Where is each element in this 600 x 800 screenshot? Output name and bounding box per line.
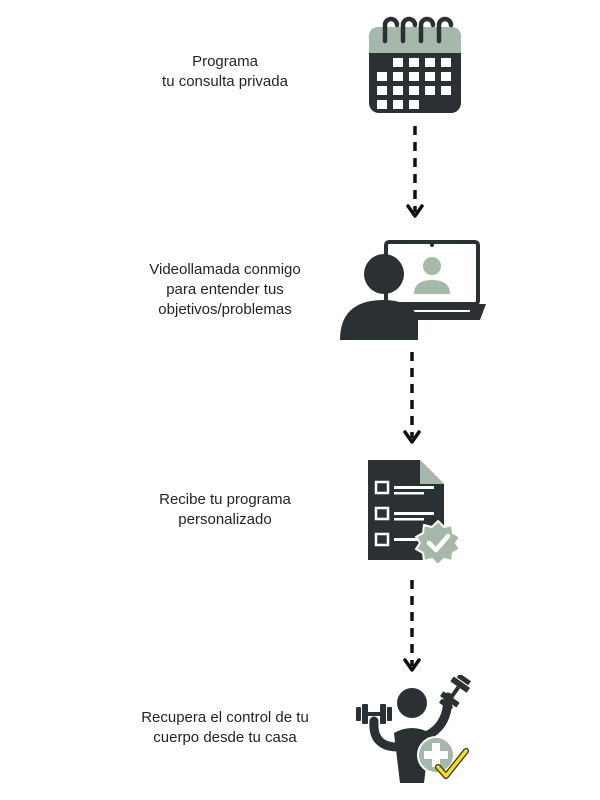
step-2-line-3: objetivos/problemas	[158, 301, 292, 318]
step-4-line-2: cuerpo desde tu casa	[153, 729, 297, 746]
step-4-text: Recupera el control de tu cuerpo desde t…	[95, 708, 355, 748]
video-call-icon	[340, 240, 486, 340]
step-1-text: Programa tu consulta privada	[95, 52, 355, 92]
arrow-down-icon	[403, 352, 421, 444]
checklist-document-icon	[368, 460, 462, 567]
calendar-icon	[369, 16, 461, 113]
step-3-line-2: personalizado	[178, 511, 272, 528]
arrow-down-icon	[406, 126, 424, 218]
arrow-down-icon	[403, 580, 421, 672]
step-2-line-2: para entender tus	[166, 281, 284, 298]
step-3-line-1: Recibe tu programa	[159, 491, 291, 508]
fitness-health-icon	[356, 675, 471, 783]
step-2-line-1: Videollamada conmigo	[149, 261, 301, 278]
step-2-text: Videollamada conmigo para entender tus o…	[95, 260, 355, 320]
step-1-line-1: Programa	[192, 53, 258, 70]
step-4-line-1: Recupera el control de tu	[141, 709, 309, 726]
step-1-line-2: tu consulta privada	[162, 73, 288, 90]
step-3-text: Recibe tu programa personalizado	[95, 490, 355, 530]
